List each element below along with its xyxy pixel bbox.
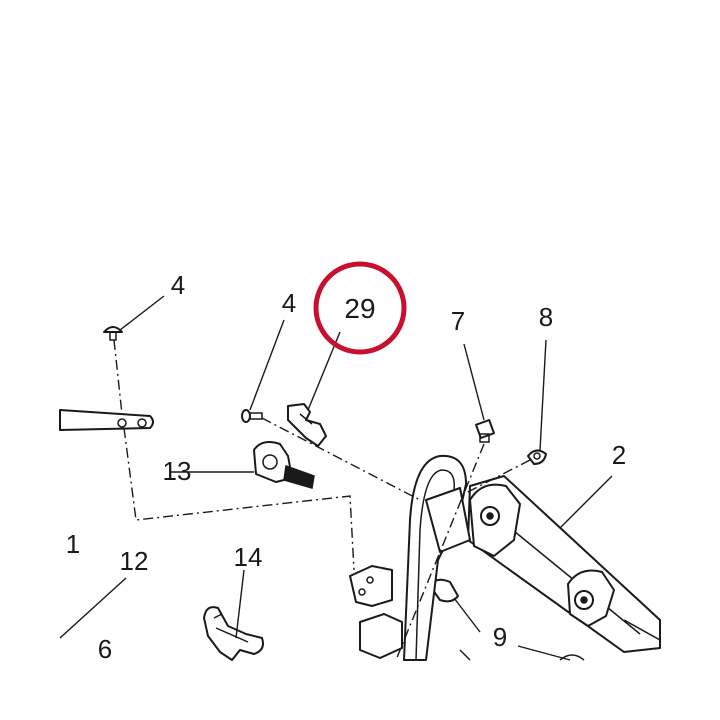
frame-bracket-lower (349, 565, 403, 659)
highlight-ring (313, 261, 407, 355)
callout-6: 6 (98, 634, 112, 664)
callout-1: 1 (66, 529, 80, 559)
frame-tube (403, 454, 467, 661)
callout-4-center: 4 (282, 288, 296, 318)
part-8-nut (527, 449, 547, 465)
leader-lines (59, 295, 613, 661)
callout-7: 7 (451, 306, 465, 336)
part-2-rail (425, 475, 661, 653)
callout-4-left: 4 (171, 270, 185, 300)
part-4-bolt-left (103, 326, 123, 341)
part-29-bracket (287, 403, 327, 447)
part-14-clip (203, 606, 264, 661)
part-7-bolt (475, 419, 495, 443)
callout-14: 14 (234, 542, 263, 572)
callout-29: 29 (344, 293, 375, 324)
callout-2: 2 (612, 440, 626, 470)
callout-13: 13 (163, 456, 192, 486)
part-left-bar (59, 409, 154, 431)
part-13-lock (253, 441, 315, 489)
callout-12: 12 (120, 546, 149, 576)
part-4-screw-center (241, 409, 263, 423)
assembly-lines (113, 339, 531, 661)
callout-8: 8 (539, 302, 553, 332)
callout-9: 9 (493, 622, 507, 652)
